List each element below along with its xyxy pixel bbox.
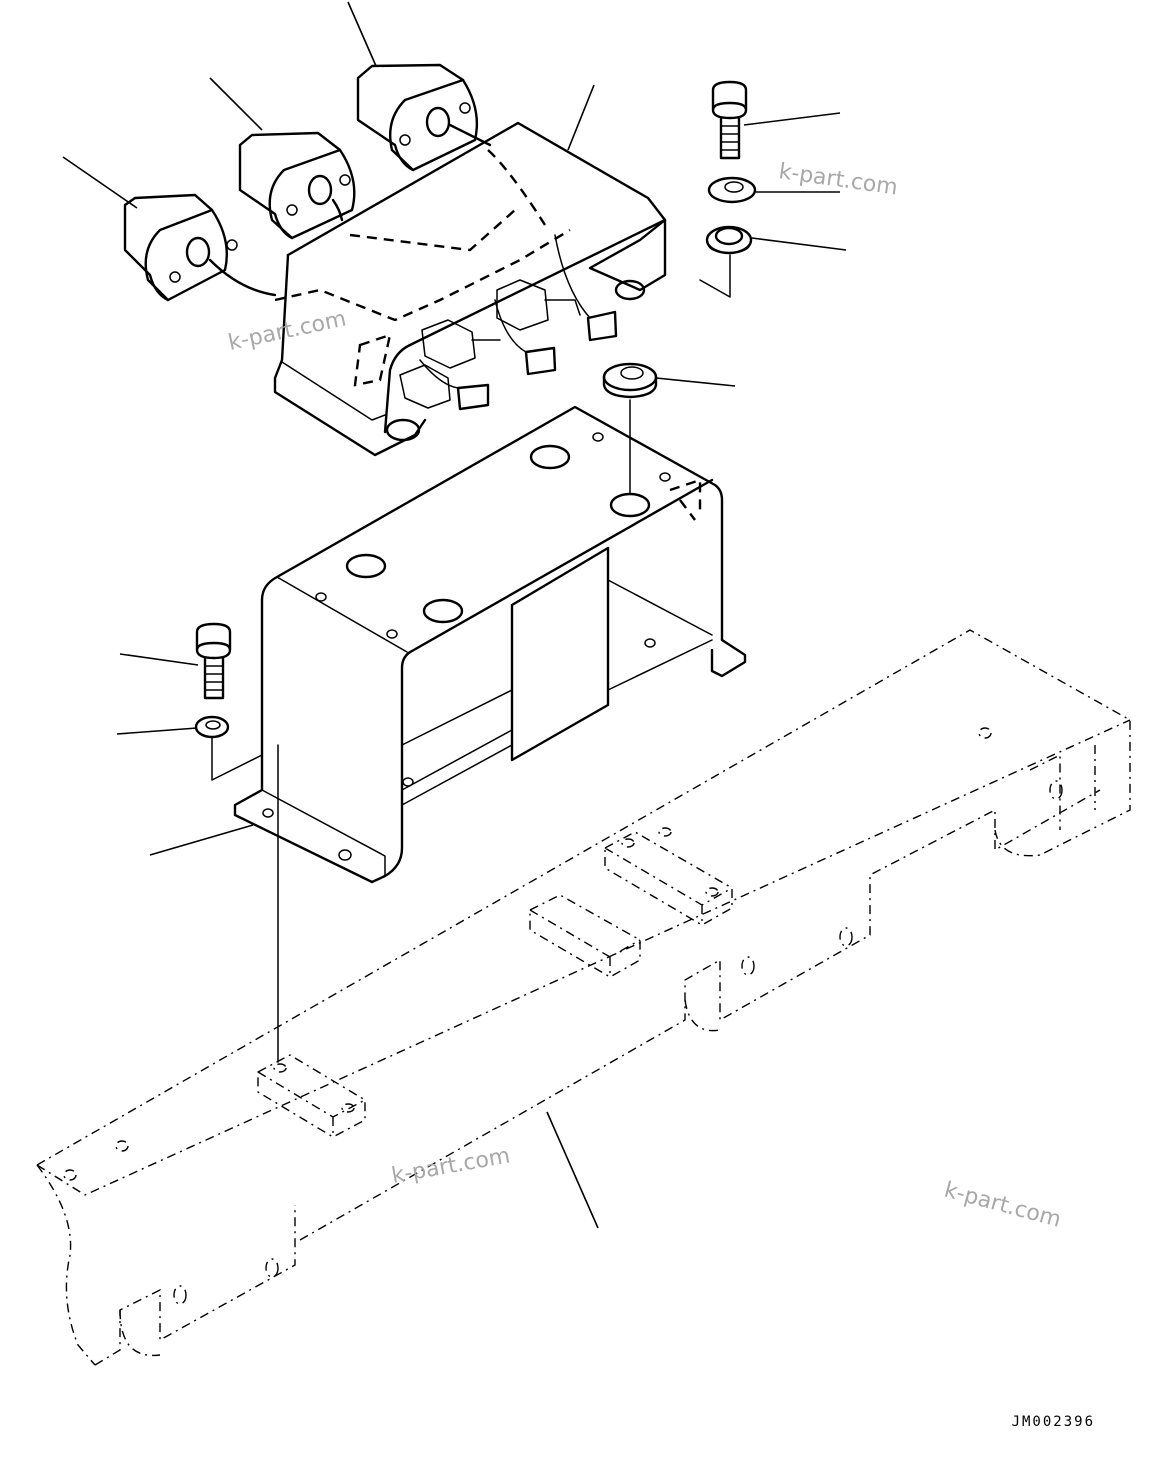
- lamp-bracket: [273, 121, 667, 457]
- washer-lower: [194, 715, 230, 739]
- leader-lines: [62, 1, 847, 1229]
- frame-phantom: [36, 629, 1131, 1366]
- watermark-text: k-part.com: [390, 1143, 512, 1188]
- watermark-text: k-part.com: [226, 307, 348, 356]
- bolt-lower: [195, 622, 232, 700]
- lamp-right: [356, 63, 492, 172]
- cushion: [602, 362, 658, 399]
- grommet-upper: [705, 225, 753, 255]
- watermark-text: k-part.com: [777, 159, 899, 200]
- lamp-left: [123, 193, 277, 302]
- washer-upper: [707, 176, 757, 204]
- watermark-text: k-part.com: [941, 1178, 1063, 1233]
- assembly-lines: [211, 254, 731, 1063]
- drawing-code: JM002396: [1011, 1414, 1095, 1430]
- bolt-upper: [711, 80, 748, 160]
- lamp-middle: [238, 131, 356, 240]
- support-bracket: [233, 405, 747, 884]
